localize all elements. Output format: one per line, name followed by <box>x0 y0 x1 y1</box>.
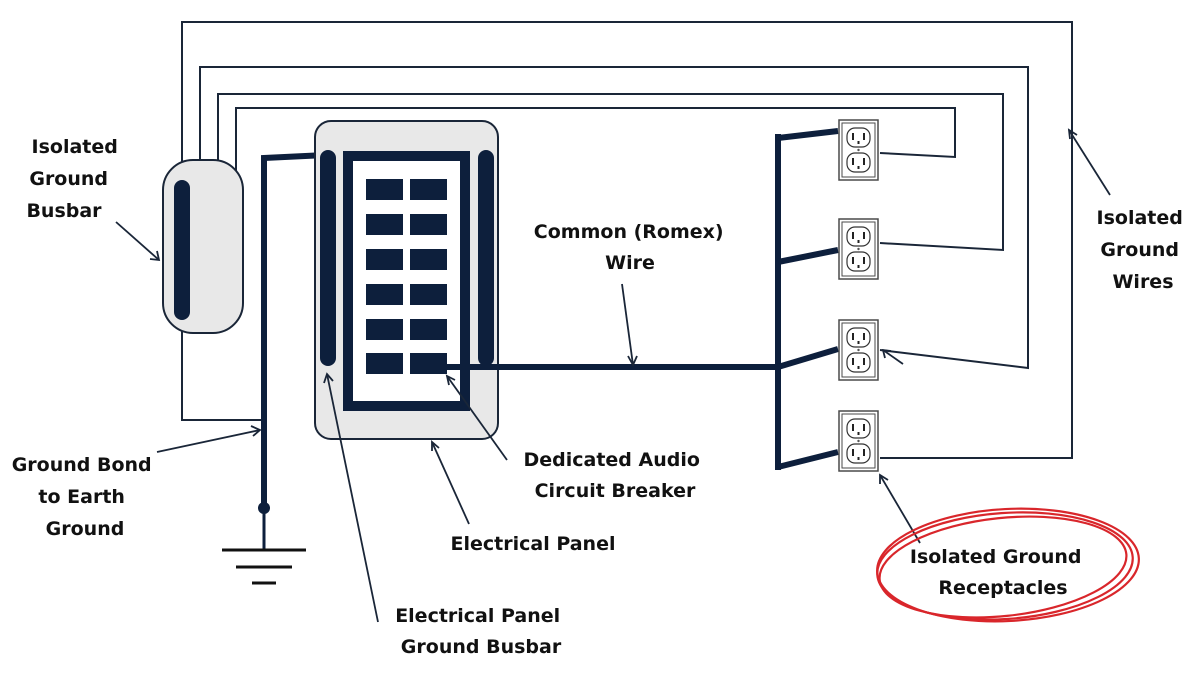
duplex-outlet-icon <box>838 218 879 280</box>
breaker <box>366 249 403 270</box>
panel-ground-busbar <box>320 150 336 366</box>
dedicated-audio-breaker <box>410 353 447 374</box>
duplex-outlet-icon <box>838 410 879 472</box>
isolated-busbar-bar <box>174 180 190 320</box>
highlight-circle <box>876 507 1140 623</box>
circuit-breakers <box>366 179 447 374</box>
arrow-isolated-wires <box>1068 129 1111 196</box>
label-electrical-panel: Electrical Panel <box>451 533 616 555</box>
duplex-outlet-icon <box>838 319 879 381</box>
breaker <box>410 284 447 305</box>
common-romex-wire <box>440 128 839 470</box>
breaker <box>410 214 447 235</box>
feed-receptacle-1 <box>777 128 839 141</box>
arrow-receptacle-3 <box>882 349 904 365</box>
label-common-wire: Common (Romex) Wire <box>534 221 730 274</box>
panel-neutral-busbar <box>478 150 494 366</box>
electrical-panel <box>314 120 499 440</box>
breaker <box>410 179 447 200</box>
feed-receptacle-2 <box>777 247 839 265</box>
receptacle-4 <box>838 410 879 472</box>
arrow-dedicated-breaker <box>446 375 508 461</box>
duplex-outlet-icon <box>838 119 879 181</box>
breaker <box>366 179 403 200</box>
leader-arrows <box>115 128 1111 623</box>
label-ground-bond: Ground Bond to Earth Ground <box>12 454 159 540</box>
feed-receptacle-3 <box>777 346 839 370</box>
breaker <box>410 319 447 340</box>
feed-receptacle-4 <box>777 449 839 470</box>
arrow-ground-bond <box>156 429 261 453</box>
breaker <box>410 249 447 270</box>
arrow-electrical-panel <box>431 441 470 525</box>
breaker <box>366 284 403 305</box>
label-dedicated-breaker: Dedicated Audio Circuit Breaker <box>523 449 706 502</box>
receptacle-2 <box>838 218 879 280</box>
receptacle-1 <box>838 119 879 181</box>
panel-to-earth-wire <box>261 152 327 508</box>
breaker <box>366 214 403 235</box>
label-isolated-ground-receptacles: Isolated Ground Receptacles <box>910 546 1088 599</box>
breaker <box>366 353 403 374</box>
arrow-isolated-busbar <box>115 221 160 261</box>
label-panel-ground-busbar: Electrical Panel Ground Busbar <box>395 605 567 658</box>
label-isolated-ground-busbar: Isolated Ground Busbar <box>26 136 124 222</box>
earth-ground-icon <box>222 548 306 585</box>
arrow-panel-ground-busbar <box>326 373 379 623</box>
breaker <box>366 319 403 340</box>
arrow-receptacles <box>879 474 921 544</box>
receptacle-3 <box>838 319 879 381</box>
isolated-ground-wire-2 <box>182 66 1029 370</box>
arrow-common-wire <box>621 283 634 366</box>
isolated-ground-wire-1 <box>181 21 1073 459</box>
earth-ground-conductor <box>258 152 327 550</box>
label-isolated-ground-wires: Isolated Ground Wires <box>1097 207 1190 293</box>
isolated-ground-busbar <box>162 159 244 334</box>
